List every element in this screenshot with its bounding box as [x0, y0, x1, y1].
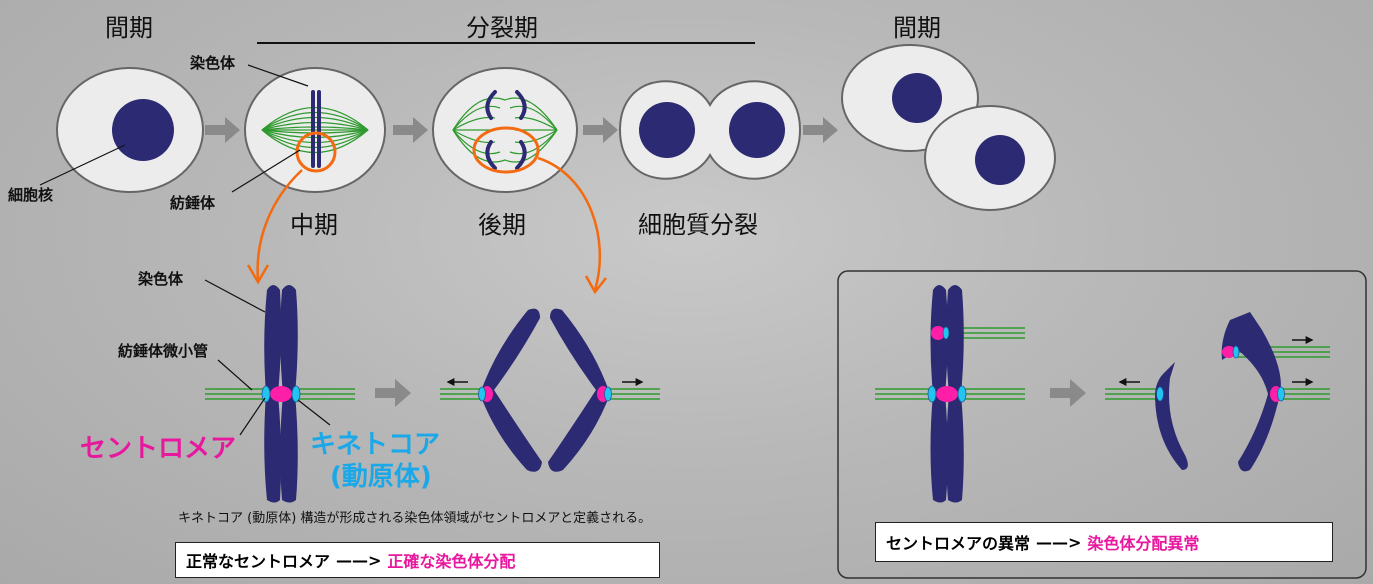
label-kinetochore: キネトコア: [310, 430, 441, 460]
label-chromosome-mid: 染色体: [138, 270, 184, 288]
abnormal-arrow: ——>: [1036, 532, 1082, 552]
normal-centromere-text: 正常なセントロメア: [186, 552, 331, 571]
label-chromosome-top: 染色体: [190, 54, 236, 72]
label-interphase-left: 間期: [105, 14, 153, 42]
label-cytokinesis: 細胞質分裂: [638, 211, 758, 239]
zoom-arrows: [246, 156, 607, 295]
normal-result-box: 正常なセントロメア ——> 正確な染色体分配: [175, 542, 660, 578]
label-anaphase: 後期: [478, 211, 526, 239]
label-nucleus: 細胞核: [8, 186, 54, 204]
abnormal-result-box: セントロメアの異常 ——> 染色体分配異常: [875, 522, 1333, 562]
caption: キネトコア (動原体) 構造が形成される染色体領域がセントロメアと定義される。: [178, 511, 652, 526]
metaphase-chromosome: [204, 279, 355, 503]
anaphase-cell: [432, 67, 578, 193]
abnormal-metaphase-chromosome: [875, 285, 1025, 503]
label-metaphase: 中期: [290, 211, 338, 239]
metaphase-cell: [231, 64, 386, 193]
daughter-cells: [841, 44, 1056, 211]
label-centromere: セントロメア: [80, 434, 237, 464]
normal-arrow: ——>: [336, 550, 382, 570]
label-interphase-right: 間期: [893, 14, 941, 42]
missegregation-text: 染色体分配異常: [1087, 534, 1200, 553]
label-spindle: 紡錘体: [170, 194, 216, 212]
progression-arrows: [205, 117, 1086, 407]
abnormal-panel: [837, 270, 1367, 579]
abnormal-anaphase-chromosomes: [1105, 312, 1330, 472]
cytokinesis-cell: [618, 80, 802, 180]
centromere-abnormality-text: セントロメアの異常: [886, 534, 1031, 553]
accurate-segregation-text: 正確な染色体分配: [387, 552, 516, 571]
anaphase-chromosomes: [440, 308, 660, 472]
interphase-cell: [39, 67, 204, 193]
label-kinetochore-alt: (動原体): [330, 462, 432, 492]
label-mitosis: 分裂期: [466, 14, 538, 42]
label-spindle-microtubule: 紡錘体微小管: [118, 342, 209, 360]
